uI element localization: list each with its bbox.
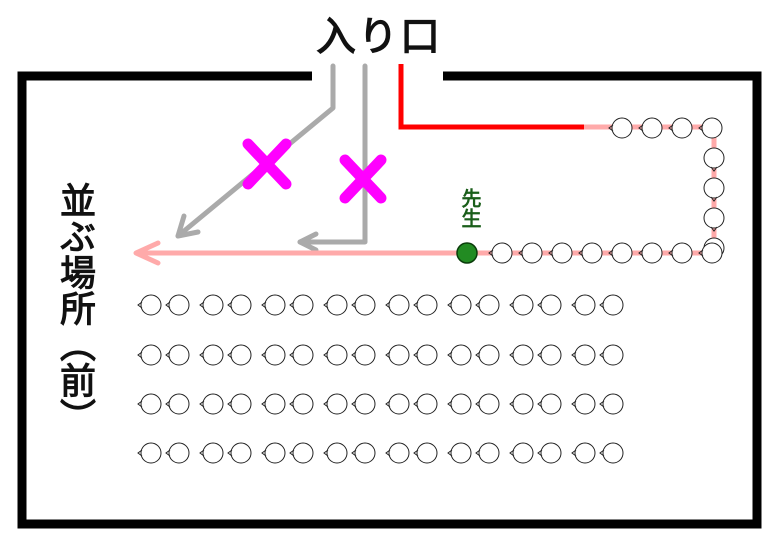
student-row-2 — [165, 344, 190, 366]
gray-path-left — [175, 63, 336, 239]
student-row-3 — [571, 393, 596, 415]
student-row-4 — [137, 442, 162, 464]
student-row-3 — [447, 393, 472, 415]
queue-student — [638, 117, 663, 139]
route-pink — [138, 124, 717, 256]
student-row-3 — [289, 393, 314, 415]
student-row-2 — [289, 344, 314, 366]
student-row-3 — [323, 393, 348, 415]
student-row-1 — [165, 294, 190, 316]
student-row-2 — [137, 344, 162, 366]
student-row-4 — [165, 442, 190, 464]
queue-student — [548, 242, 573, 264]
queue-student — [488, 242, 513, 264]
student-row-2 — [261, 344, 286, 366]
student-row-1 — [509, 294, 534, 316]
student-row-1 — [323, 294, 348, 316]
queue-student — [668, 242, 693, 264]
student-row-3 — [137, 393, 162, 415]
teacher-label: 先生 — [458, 188, 482, 228]
student-row-2 — [385, 344, 410, 366]
student-row-3 — [537, 393, 562, 415]
forbidden-cross-1 — [242, 138, 292, 190]
student-row-4 — [385, 442, 410, 464]
student-row-4 — [447, 442, 472, 464]
student-row-3 — [351, 393, 376, 415]
student-row-2 — [571, 344, 596, 366]
student-row-3 — [261, 393, 286, 415]
student-row-4 — [537, 442, 562, 464]
queue-student — [703, 177, 725, 202]
room-wall — [17, 71, 762, 529]
student-row-3 — [509, 393, 534, 415]
student-row-1 — [537, 294, 562, 316]
student-row-2 — [227, 344, 252, 366]
student-row-1 — [571, 294, 596, 316]
student-row-3 — [413, 393, 438, 415]
student-row-4 — [199, 442, 224, 464]
student-row-1 — [447, 294, 472, 316]
forbidden-cross-2 — [339, 154, 387, 204]
student-row-4 — [323, 442, 348, 464]
queue-student — [698, 242, 723, 264]
student-row-4 — [289, 442, 314, 464]
student-row-4 — [599, 442, 624, 464]
student-row-2 — [599, 344, 624, 366]
student-row-2 — [447, 344, 472, 366]
student-row-4 — [571, 442, 596, 464]
students — [137, 117, 725, 464]
line-place-label: 並ぶ場所（前） — [54, 182, 95, 434]
queue-student — [578, 242, 603, 264]
student-row-1 — [385, 294, 410, 316]
gray-path-right — [297, 63, 368, 253]
student-row-2 — [351, 344, 376, 366]
student-row-2 — [509, 344, 534, 366]
queue-student — [668, 117, 693, 139]
student-row-1 — [351, 294, 376, 316]
queue-student — [698, 117, 723, 139]
student-row-3 — [599, 393, 624, 415]
queue-student — [703, 147, 725, 172]
student-row-1 — [261, 294, 286, 316]
student-row-4 — [261, 442, 286, 464]
queue-student — [608, 117, 633, 139]
queue-student — [518, 242, 543, 264]
student-row-4 — [509, 442, 534, 464]
route-arrowhead — [133, 240, 161, 266]
student-row-4 — [413, 442, 438, 464]
student-row-4 — [475, 442, 500, 464]
entrance-label: 入り口 — [316, 14, 442, 60]
student-row-2 — [537, 344, 562, 366]
student-row-4 — [227, 442, 252, 464]
student-row-1 — [227, 294, 252, 316]
student-row-1 — [137, 294, 162, 316]
queue-student — [703, 207, 725, 232]
student-row-2 — [475, 344, 500, 366]
teacher-dot — [456, 242, 478, 264]
queue-student — [608, 242, 633, 264]
student-row-3 — [227, 393, 252, 415]
route-red — [398, 64, 584, 130]
student-row-1 — [475, 294, 500, 316]
student-row-1 — [289, 294, 314, 316]
student-row-1 — [413, 294, 438, 316]
student-row-3 — [385, 393, 410, 415]
student-row-3 — [199, 393, 224, 415]
queue-student — [638, 242, 663, 264]
student-row-3 — [475, 393, 500, 415]
student-row-3 — [165, 393, 190, 415]
student-row-4 — [351, 442, 376, 464]
student-row-2 — [323, 344, 348, 366]
student-row-2 — [199, 344, 224, 366]
student-row-1 — [199, 294, 224, 316]
student-row-2 — [413, 344, 438, 366]
student-row-1 — [599, 294, 624, 316]
